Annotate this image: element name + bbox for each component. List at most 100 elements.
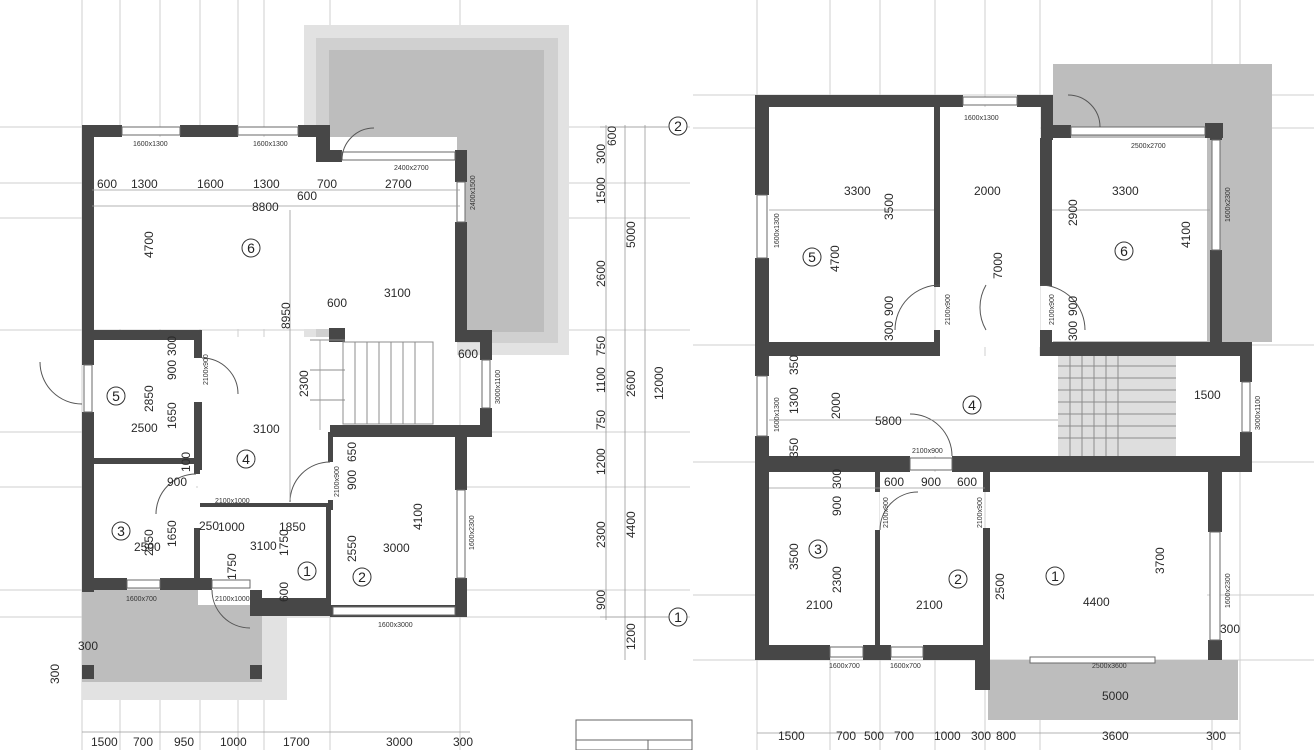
room-number: 2 bbox=[358, 569, 366, 585]
dimension: 950 bbox=[174, 735, 194, 749]
dimension: 600 bbox=[957, 475, 977, 489]
dimension: 2000 bbox=[974, 184, 1001, 198]
window-size-label: 1600x1300 bbox=[774, 213, 781, 248]
window bbox=[890, 646, 924, 658]
window-size-label: 1600x2300 bbox=[1225, 187, 1232, 222]
window-size-label: 2400x1500 bbox=[470, 175, 477, 210]
upper-dimension-lines bbox=[757, 209, 1240, 734]
window-size-label: 1600x3000 bbox=[378, 622, 413, 629]
room-number: 5 bbox=[808, 249, 816, 265]
dimension: 300 bbox=[830, 469, 844, 489]
window bbox=[756, 375, 768, 437]
dimension: 4100 bbox=[411, 503, 425, 530]
dimension: 1300 bbox=[253, 177, 280, 191]
room-number: 4 bbox=[968, 397, 976, 413]
dimension: 700 bbox=[317, 177, 337, 191]
dimension: 3500 bbox=[882, 193, 896, 220]
window bbox=[121, 126, 181, 136]
dimension: 2100 bbox=[806, 598, 833, 612]
dimension: 1000 bbox=[220, 735, 247, 749]
dimension: 900 bbox=[830, 496, 844, 516]
window-size-label: 1600x2300 bbox=[1225, 573, 1232, 608]
dimension: 600 bbox=[884, 475, 904, 489]
dimension: 2100 bbox=[916, 598, 943, 612]
window bbox=[481, 359, 491, 409]
window bbox=[126, 579, 161, 589]
ground-stairs bbox=[310, 339, 434, 425]
dimension: 2600 bbox=[624, 370, 638, 397]
ground-dimension-lines bbox=[82, 125, 668, 733]
dimension: 300 bbox=[882, 321, 896, 341]
dimension: 4400 bbox=[1083, 595, 1110, 609]
dimension: 1750 bbox=[277, 529, 291, 556]
axis-label: 1 bbox=[674, 609, 682, 625]
window-size-label: 2100x900 bbox=[1049, 294, 1056, 325]
ground-doors bbox=[39, 127, 375, 629]
room-number: 5 bbox=[112, 388, 120, 404]
window-size-label: 2100x1000 bbox=[215, 596, 250, 603]
dimension: 900 bbox=[1066, 296, 1080, 316]
dimension: 900 bbox=[345, 470, 359, 490]
window bbox=[829, 646, 864, 658]
dimension: 700 bbox=[133, 735, 153, 749]
dimension: 2500 bbox=[993, 573, 1007, 600]
window-size-label: 1600x1300 bbox=[964, 115, 999, 122]
dimension: 3100 bbox=[250, 539, 277, 553]
window-size-label: 2100x900 bbox=[883, 497, 890, 528]
room-number: 2 bbox=[954, 571, 962, 587]
dimension: 3700 bbox=[1153, 547, 1167, 574]
dimension: 2850 bbox=[142, 529, 156, 556]
ground-window-labels: 1600x1300 1600x1300 2400x2700 2400x1500 … bbox=[126, 141, 502, 629]
dimension: 1200 bbox=[624, 623, 638, 650]
dimension: 3500 bbox=[787, 543, 801, 570]
dimension: 650 bbox=[345, 442, 359, 462]
dimension: 1000 bbox=[934, 729, 961, 743]
window bbox=[909, 457, 953, 471]
window-size-label: 2500x3600 bbox=[1092, 663, 1127, 670]
dimension: 2500 bbox=[134, 540, 161, 554]
window-size-label: 3000x1100 bbox=[495, 370, 502, 404]
dimension: 1500 bbox=[594, 177, 608, 204]
upper-balcony-bottom bbox=[988, 660, 1238, 720]
upper-room-labels: 5 6 4 3 2 1 bbox=[802, 241, 1134, 589]
room-number: 3 bbox=[814, 541, 822, 557]
window-size-label: 2100x1000 bbox=[215, 498, 250, 505]
dimension: 1650 bbox=[165, 520, 179, 547]
dimension: 12000 bbox=[652, 366, 666, 400]
dimension: 300 bbox=[78, 639, 98, 653]
dimension: 600 bbox=[97, 177, 117, 191]
dimension: 600 bbox=[327, 296, 347, 310]
dimension: 1300 bbox=[787, 387, 801, 414]
window-size-label: 2100x900 bbox=[203, 354, 210, 385]
upper-window-labels: 1600x1300 2500x2700 1600x1300 1600x2300 … bbox=[774, 115, 1262, 670]
dimension: 1100 bbox=[594, 367, 608, 393]
dimension: 1750 bbox=[225, 553, 239, 580]
window bbox=[332, 606, 456, 616]
dimension: 300 bbox=[971, 729, 991, 743]
dimension: 1000 bbox=[218, 520, 245, 534]
window-size-label: 1600x1300 bbox=[253, 141, 288, 148]
window-size-label: 1600x2300 bbox=[469, 515, 476, 550]
dimension: 900 bbox=[594, 590, 608, 610]
dimension: 300 bbox=[1066, 321, 1080, 341]
window-size-label: 2100x900 bbox=[977, 497, 984, 528]
window-size-label: 1600x1300 bbox=[774, 397, 781, 432]
dimension: 1600 bbox=[197, 177, 224, 191]
dimension: 2600 bbox=[594, 260, 608, 287]
window bbox=[1211, 139, 1221, 251]
dimension: 300 bbox=[165, 336, 179, 356]
dimension: 5000 bbox=[1102, 689, 1129, 703]
room-number: 6 bbox=[1120, 243, 1128, 259]
dimension: 350 bbox=[787, 438, 801, 458]
dimension: 2300 bbox=[297, 370, 311, 397]
dimension: 300 bbox=[1206, 729, 1226, 743]
window-size-label: 3000x1100 bbox=[1255, 396, 1262, 430]
dimension: 600 bbox=[277, 582, 291, 602]
window-size-label: 2500x2700 bbox=[1131, 143, 1166, 150]
dimension: 2500 bbox=[131, 421, 158, 435]
dimension: 3000 bbox=[383, 541, 410, 555]
dimension: 8950 bbox=[279, 302, 293, 329]
dimension: 750 bbox=[594, 410, 608, 430]
dimension: 900 bbox=[882, 296, 896, 316]
upper-dimension-text: 3300 3500 2000 3300 4700 2900 4100 7000 … bbox=[778, 184, 1240, 743]
